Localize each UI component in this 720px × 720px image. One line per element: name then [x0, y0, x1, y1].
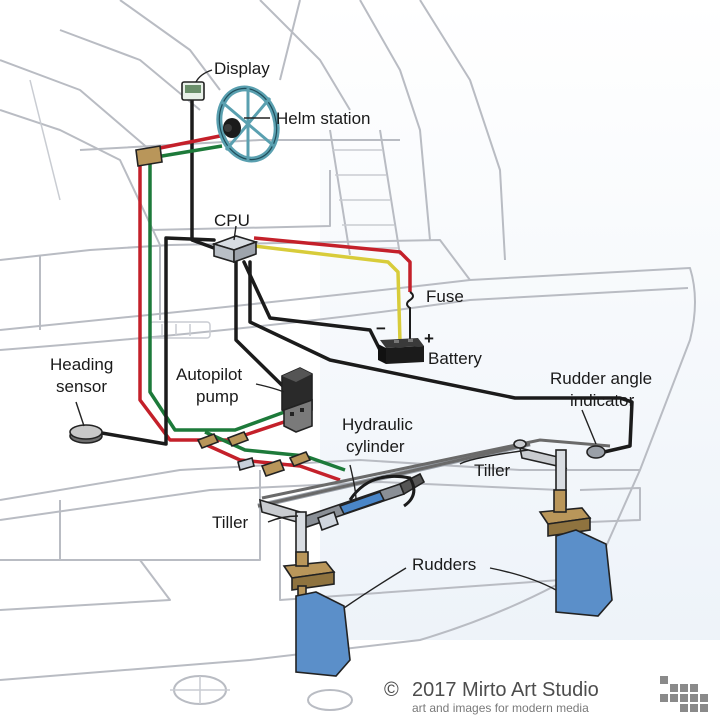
background-wash — [320, 0, 720, 640]
copyright-symbol: © — [384, 679, 399, 701]
label-rudders: Rudders — [412, 555, 476, 574]
fuse-symbol — [406, 291, 421, 345]
rudder-indicator-cable — [248, 260, 634, 454]
label-tiller-left: Tiller — [212, 513, 249, 532]
label-display: Display — [214, 59, 270, 78]
rudder-left — [282, 511, 351, 677]
battery-plus-sign: + — [424, 329, 434, 348]
heading-sensor — [69, 424, 103, 444]
display-unit — [181, 81, 205, 101]
autopilot-pump — [281, 367, 313, 433]
label-autopilot-pump-1: Autopilot — [176, 365, 242, 384]
rudder-right — [538, 449, 613, 617]
battery — [378, 338, 424, 364]
label-hydraulic-cylinder-1: Hydraulic — [342, 415, 413, 434]
labels: Display Helm station CPU Fuse Battery − … — [50, 59, 652, 574]
label-helm-station: Helm station — [276, 109, 370, 128]
copyright-tagline: art and images for modern media — [412, 701, 589, 715]
leader-lines — [75, 69, 597, 609]
heading-sensor-cable — [94, 236, 216, 446]
label-rudder-angle-2: indicator — [570, 391, 635, 410]
helm-wheel — [216, 85, 280, 163]
label-heading-sensor-2: sensor — [56, 377, 107, 396]
rudder-angle-indicator — [586, 445, 606, 459]
label-tiller-right: Tiller — [474, 461, 511, 480]
copyright-text: 2017 Mirto Art Studio — [412, 679, 599, 701]
pump-cable — [234, 256, 294, 397]
label-cpu: CPU — [214, 211, 250, 230]
cpu-box — [211, 235, 259, 264]
studio-logo-icon — [660, 676, 708, 712]
label-rudder-angle-1: Rudder angle — [550, 369, 652, 388]
label-heading-sensor-1: Heading — [50, 355, 113, 374]
power-red-cable — [253, 236, 412, 292]
power-yellow-cable — [253, 244, 402, 343]
copyright-footer: © 2017 Mirto Art Studio art and images f… — [384, 676, 708, 715]
label-battery: Battery — [428, 349, 482, 368]
label-hydraulic-cylinder-2: cylinder — [346, 437, 405, 456]
battery-minus-sign: − — [376, 319, 386, 338]
label-autopilot-pump-2: pump — [196, 387, 239, 406]
display-cable — [190, 98, 216, 250]
label-fuse: Fuse — [426, 287, 464, 306]
line-fittings — [135, 145, 312, 477]
green-line-cylinder — [204, 430, 346, 472]
battery-ground-cable — [242, 260, 382, 352]
steering-linkage — [257, 438, 611, 532]
